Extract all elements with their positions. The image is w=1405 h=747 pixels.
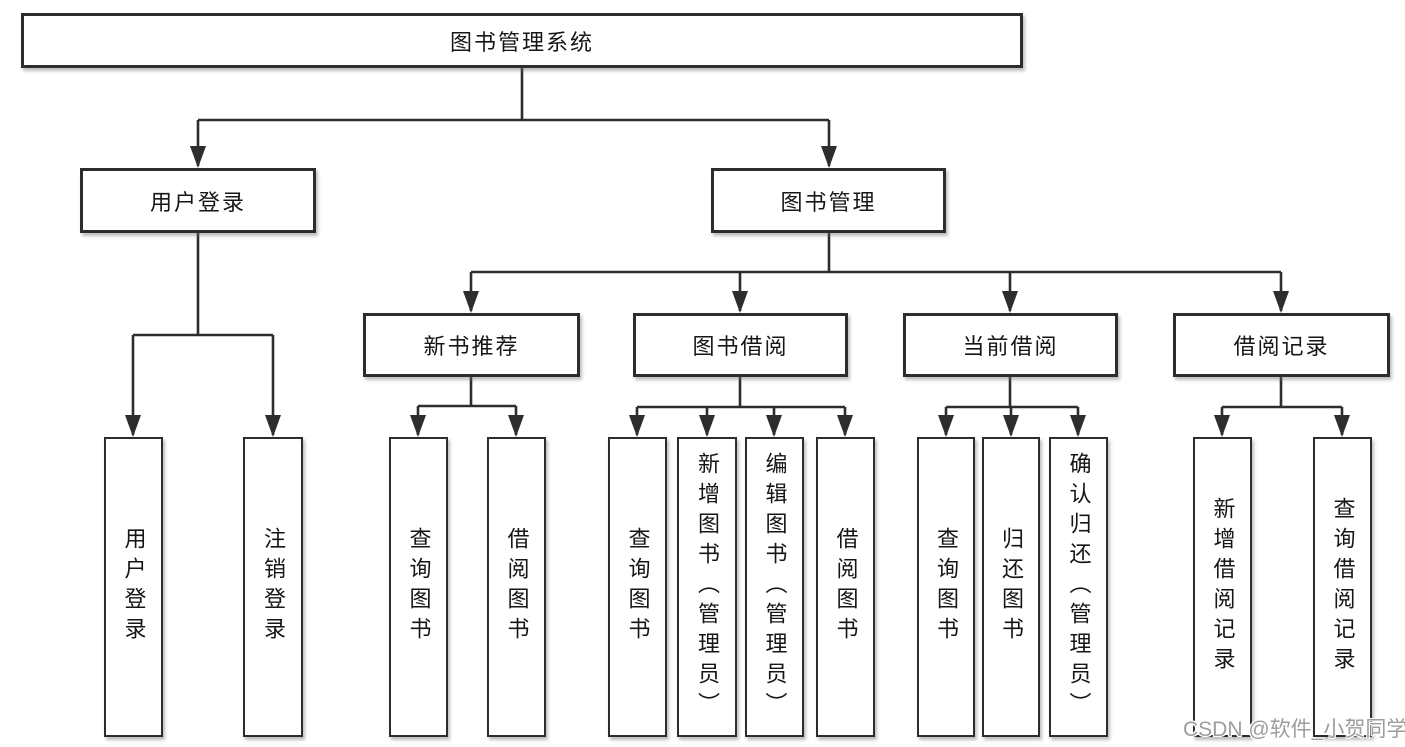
arrowhead: [1070, 415, 1086, 437]
leaf-borrow-query-book: 查询图书: [608, 437, 667, 737]
connector-borrow-record: [1220, 377, 1344, 435]
arrowheads: [125, 146, 1350, 437]
connector-root: [196, 68, 831, 166]
leaf-current-query-book: 查询图书: [917, 437, 975, 737]
leaf-user-login: 用户登录: [104, 437, 163, 737]
arrowhead: [629, 415, 645, 437]
leaf-confirm-return-admin: 确认归还（管理员）: [1049, 437, 1108, 737]
leaf-query-borrow-record: 查询借阅记录: [1313, 437, 1372, 737]
arrowhead: [1003, 415, 1019, 437]
connector-new-rec: [416, 377, 518, 435]
arrowhead: [265, 415, 281, 437]
connector-user-login: [131, 233, 275, 435]
leaf-return-book: 归还图书: [982, 437, 1040, 737]
leaf-borrow-book: 借阅图书: [816, 437, 875, 737]
arrowhead: [821, 146, 837, 168]
arrowhead: [766, 415, 782, 437]
connector-book-borrow: [635, 377, 847, 435]
arrowhead: [508, 415, 524, 437]
arrowhead: [410, 415, 426, 437]
arrowhead: [1002, 291, 1018, 313]
arrowhead: [938, 415, 954, 437]
arrowhead: [190, 146, 206, 168]
arrowhead: [1273, 291, 1289, 313]
leaf-logout: 注销登录: [243, 437, 303, 737]
node-user-login: 用户登录: [80, 168, 316, 233]
arrowhead: [1334, 415, 1350, 437]
leaf-edit-book-admin: 编辑图书（管理员）: [745, 437, 804, 737]
node-current-borrow: 当前借阅: [903, 313, 1118, 377]
node-new-book-recommend: 新书推荐: [363, 313, 580, 377]
arrowhead: [463, 291, 479, 313]
leaf-recommend-query-book: 查询图书: [389, 437, 448, 737]
arrowhead: [1214, 415, 1230, 437]
arrowhead: [837, 415, 853, 437]
node-book-borrow: 图书借阅: [633, 313, 848, 377]
connector-book-mgmt: [469, 233, 1283, 311]
leaf-add-book-admin: 新增图书（管理员）: [677, 437, 737, 737]
arrowhead: [125, 415, 141, 437]
csdn-watermark: CSDN @软件_小贺同学: [1183, 718, 1405, 741]
leaf-recommend-borrow-book: 借阅图书: [487, 437, 546, 737]
arrowhead: [699, 415, 715, 437]
node-borrow-record: 借阅记录: [1173, 313, 1390, 377]
leaf-add-borrow-record: 新增借阅记录: [1193, 437, 1252, 737]
node-root: 图书管理系统: [21, 13, 1023, 68]
node-book-management: 图书管理: [711, 168, 946, 233]
arrowhead: [732, 291, 748, 313]
